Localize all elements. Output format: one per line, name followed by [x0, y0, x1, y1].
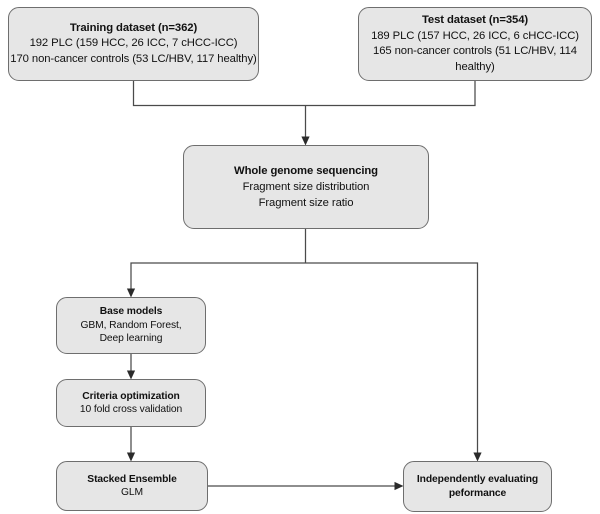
- node-stacked-ensemble-line1: GLM: [120, 487, 143, 498]
- node-whole-genome-sequencing-line2: Fragment size ratio: [258, 197, 354, 209]
- arrowhead-criteria-to-stacked: [126, 452, 136, 462]
- node-criteria-optimization[interactable]: Criteria optimization 10 fold cross vali…: [56, 379, 206, 427]
- node-independently-evaluating-performance-line1: peformance: [448, 487, 507, 499]
- node-test-dataset[interactable]: Test dataset (n=354) 189 PLC (157 HCC, 2…: [358, 7, 592, 81]
- node-base-models[interactable]: Base models GBM, Random Forest, Deep lea…: [56, 297, 206, 354]
- node-training-dataset-title: Training dataset (n=362): [69, 21, 198, 34]
- edge-test-to-merge: [305, 81, 476, 107]
- node-base-models-title: Base models: [99, 306, 163, 318]
- node-base-models-line1: GBM, Random Forest,: [80, 319, 182, 331]
- edge-split-to-evaluate: [305, 262, 479, 455]
- node-training-dataset-line2: 170 non-cancer controls (53 LC/HBV, 117 …: [10, 52, 257, 65]
- node-criteria-optimization-line1: 10 fold cross validation: [79, 404, 183, 415]
- edge-split-to-base-models: [130, 262, 306, 291]
- node-whole-genome-sequencing-line1: Fragment size distribution: [242, 181, 370, 193]
- node-training-dataset-line1: 192 PLC (159 HCC, 26 ICC, 7 cHCC-ICC): [29, 37, 238, 50]
- arrowhead-split-to-evaluate: [473, 452, 482, 462]
- node-criteria-optimization-title: Criteria optimization: [82, 390, 180, 402]
- node-test-dataset-title: Test dataset (n=354): [421, 14, 529, 26]
- node-independently-evaluating-performance[interactable]: Independently evaluating peformance: [403, 461, 552, 512]
- node-whole-genome-sequencing-title: Whole genome sequencing: [234, 165, 378, 177]
- node-whole-genome-sequencing[interactable]: Whole genome sequencing Fragment size di…: [183, 145, 429, 229]
- node-stacked-ensemble[interactable]: Stacked Ensemble GLM: [56, 461, 208, 511]
- node-training-dataset[interactable]: Training dataset (n=362) 192 PLC (159 HC…: [8, 7, 259, 81]
- arrowhead-split-to-base-models: [126, 288, 136, 298]
- node-stacked-ensemble-title: Stacked Ensemble: [87, 473, 177, 485]
- node-test-dataset-line2: 165 non-cancer controls (51 LC/HBV, 114 …: [373, 45, 577, 73]
- arrowhead-base-models-to-criteria: [126, 370, 136, 380]
- arrowhead-stacked-to-evaluate: [394, 481, 404, 491]
- node-base-models-line2: Deep learning: [99, 333, 163, 345]
- node-test-dataset-line1: 189 PLC (157 HCC, 26 ICC, 6 cHCC-ICC): [371, 29, 579, 42]
- arrowhead-merge-to-wgs: [301, 136, 310, 146]
- edge-training-to-merge: [132, 81, 306, 107]
- node-independently-evaluating-performance-title: Independently evaluating: [416, 474, 539, 485]
